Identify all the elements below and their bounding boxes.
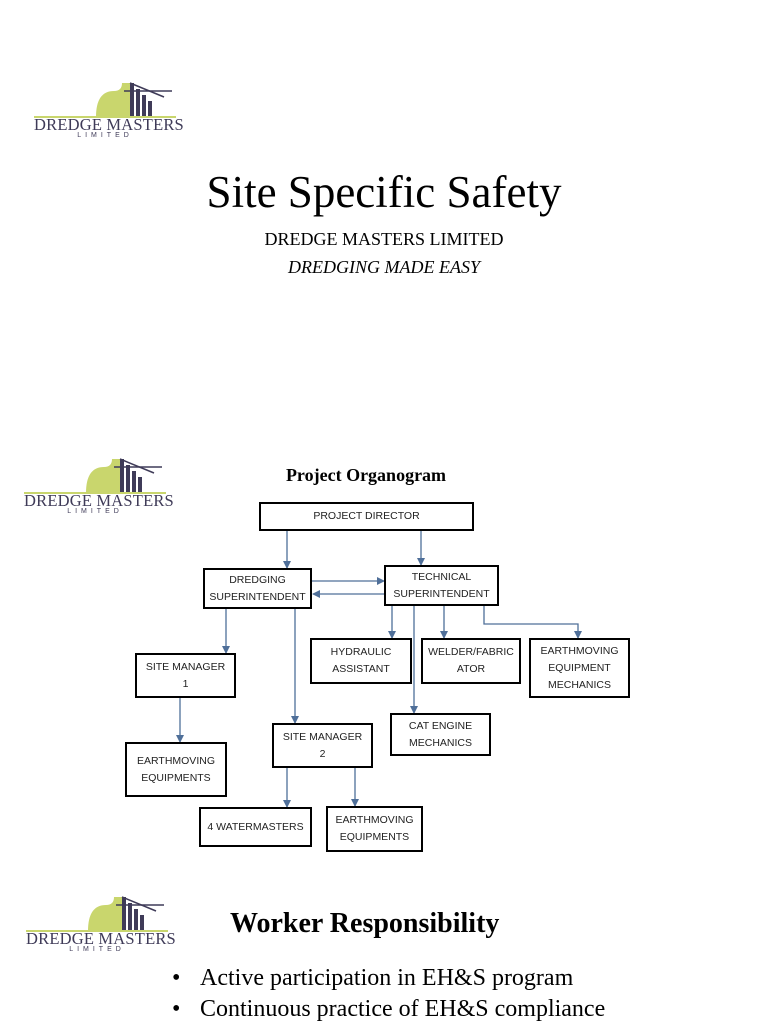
worker-responsibility-title: Worker Responsibility [230,908,500,939]
dredge-logo-icon [34,82,176,118]
org-box-hydraulic-assistant: HYDRAULIC ASSISTANT [310,638,412,684]
list-item: • Active participation in EH&S program [172,963,605,994]
org-box-earthmoving-equipments-2: EARTHMOVING EQUIPMENTS [326,806,423,852]
org-box-dredging-superintendent: DREDGING SUPERINTENDENT [203,568,312,609]
company-name: DREDGE MASTERS LIMITED [264,229,504,249]
company-logo: DREDGE MASTERS LIMITED [34,77,184,141]
logo-name: DREDGE MASTERS [26,929,176,948]
org-box-project-director: PROJECT DIRECTOR [259,502,474,531]
list-item: • Continuous practice of EH&S compliance [172,994,605,1025]
org-box-watermasters: 4 WATERMASTERS [199,807,312,847]
org-box-site-manager-2: SITE MANAGER 2 [272,723,373,768]
logo-tagline: LIMITED [77,132,133,139]
logo-name: DREDGE MASTERS [34,115,184,134]
responsibility-list: • Active participation in EH&S program • C… [172,963,605,1025]
org-box-site-manager-1: SITE MANAGER 1 [135,653,236,698]
logo-tagline: LIMITED [67,508,123,515]
list-item-text: Continuous practice of EH&S compliance [200,996,606,1022]
company-motto: DREDGING MADE EASY [288,257,480,277]
bullet-icon: • [172,996,181,1022]
organogram-title: Project Organogram [285,465,447,485]
list-item-text: Active participation in EH&S program [200,965,574,991]
org-box-earthmoving-equipment-mechanics: EARTHMOVING EQUIPMENT MECHANICS [529,638,630,698]
connector [483,606,582,639]
slide-title: Site Specific Safety [206,167,562,217]
org-box-earthmoving-equipments-1: EARTHMOVING EQUIPMENTS [125,742,227,797]
bullet-icon: • [172,965,181,991]
company-logo: DREDGE MASTERS LIMITED [24,453,174,517]
company-logo: DREDGE MASTERS LIMITED [26,891,176,955]
logo-name: DREDGE MASTERS [24,491,174,510]
dredge-logo-icon [24,458,166,494]
org-box-cat-engine-mechanics: CAT ENGINE MECHANICS [390,713,491,756]
org-box-technical-superintendent: TECHNICAL SUPERINTENDENT [384,565,499,606]
logo-tagline: LIMITED [69,946,125,953]
dredge-logo-icon [26,896,168,932]
org-box-welder-fabricator: WELDER/FABRIC ATOR [421,638,521,684]
